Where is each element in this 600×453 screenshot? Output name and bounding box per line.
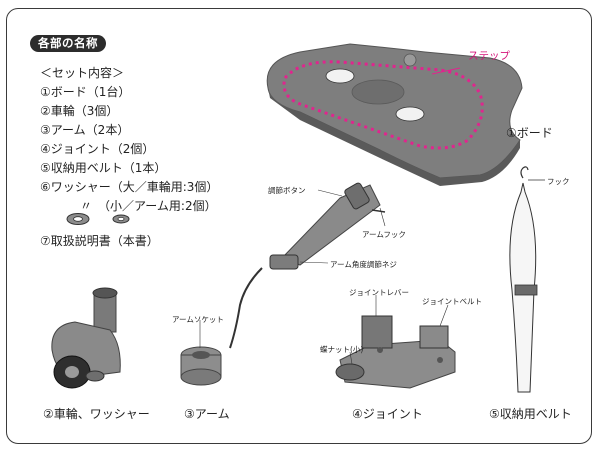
step-label: ステップ (468, 50, 510, 62)
wheel-washer-caption: ②車輪、ワッシャー (43, 407, 150, 421)
list-item-washer-small: 〃 （小／アーム用:2個） (80, 199, 217, 213)
diagram-frame (6, 8, 592, 444)
board-illustration (266, 43, 523, 186)
arm-socket-label: アームソケット (172, 315, 224, 324)
step-area-outline (282, 60, 484, 150)
belt-caption: ⑤収納用ベルト (489, 407, 572, 421)
set-contents-list: ＜セット内容＞ ①ボード（1台） ②車輪（3個） ③アーム（2本） ④ジョイント… (40, 64, 218, 251)
section-title: 各部の名称 (30, 35, 106, 52)
arm-illustration (180, 182, 386, 386)
belt-illustration (509, 166, 545, 393)
list-item-wheels: ②車輪（3個） (40, 104, 119, 118)
joint-lever-label: ジョイントレバー (349, 288, 409, 297)
arm-angle-screw-label: アーム角度調節ネジ (330, 260, 397, 269)
joint-caption: ④ジョイント (352, 407, 423, 421)
shoe-print-icon (325, 68, 355, 84)
list-item-arms: ③アーム（2本） (40, 123, 130, 137)
wheel-illustration (51, 287, 121, 389)
washer-illustration (66, 213, 130, 225)
shoe-print-icon (395, 106, 425, 122)
list-item-belt: ⑤収納用ベルト（1本） (40, 161, 167, 175)
board-caption: ①ボード (506, 126, 553, 140)
list-item-board: ①ボード（1台） (40, 85, 131, 99)
arm-caption: ③アーム (184, 407, 230, 421)
joint-belt-label: ジョイントベルト (422, 297, 482, 306)
adjust-button-label: 調節ボタン (268, 186, 306, 195)
list-item-manual: ⑦取扱説明書（本書） (40, 234, 159, 248)
joint-illustration (335, 315, 456, 389)
wing-nut-label: 蝶ナット(小) (320, 345, 364, 354)
list-item-washer-large: ⑥ワッシャー（大／車輪用:3個） (40, 180, 219, 194)
hook-icon (520, 166, 529, 179)
set-contents-heading: ＜セット内容＞ (40, 66, 125, 80)
list-item-joints: ④ジョイント（2個） (40, 142, 155, 156)
arm-hook-label: アームフック (362, 230, 406, 239)
hook-label: フック (547, 177, 570, 186)
